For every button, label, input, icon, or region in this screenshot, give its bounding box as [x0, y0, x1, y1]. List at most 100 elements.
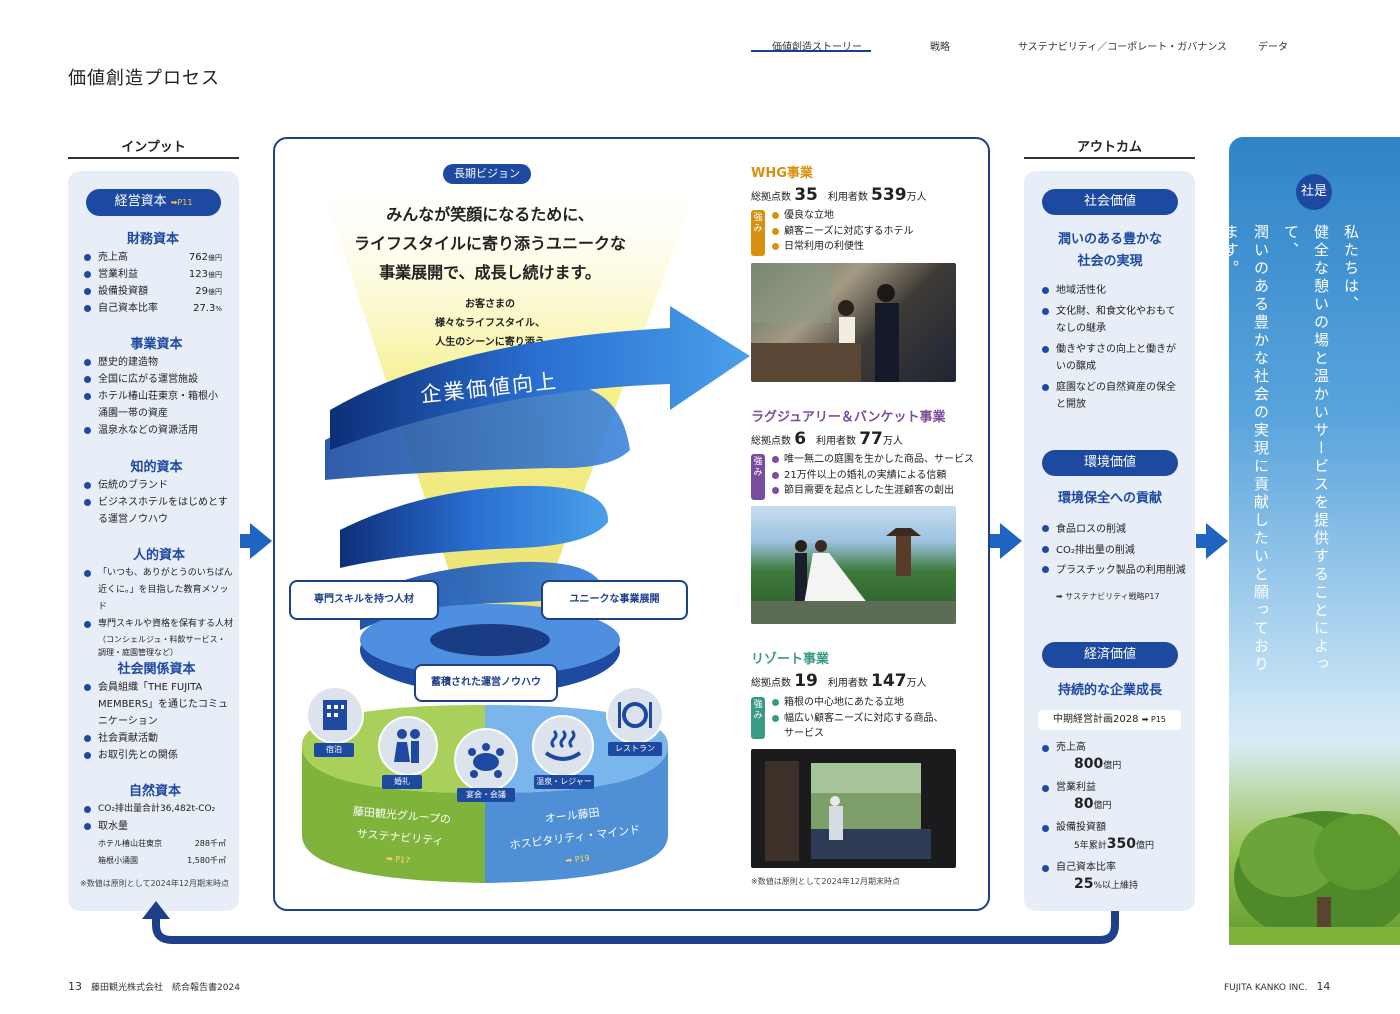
econ-value-list: 売上高 800億円 営業利益 80億円 設備投資額 5年累計350億円 自己資本…: [1042, 740, 1187, 894]
natural-title: 自然資本: [128, 784, 181, 799]
list-item-cont: 涌園一帯の資産: [98, 408, 168, 419]
list-item: 優良な立地: [772, 208, 914, 224]
list-item: 地域活性化: [1042, 282, 1187, 300]
list-item: 取水量: [84, 818, 226, 835]
page-title: 価値創造プロセス: [68, 68, 220, 89]
env-value-pill: 環境価値: [1042, 450, 1178, 476]
value: 80億円: [1074, 796, 1112, 812]
skilled-staff-label: 専門スキルを持つ人材: [289, 580, 439, 620]
tab-strategy[interactable]: 戦略: [930, 42, 950, 53]
vision-sub: お客さまの様々なライフスタイル、人生のシーンに寄り添う: [435, 299, 545, 348]
strength-list: 箱根の中心地にあたる立地 幅広い顧客ニーズに対応する商品、 サービス: [772, 695, 944, 742]
list-item: お取引先との関係: [84, 747, 229, 764]
restaurant-icon: [606, 686, 664, 744]
input-panel: [68, 171, 239, 911]
outcome-panel: [1024, 171, 1195, 911]
capital-pill: 経営資本 ➡P11: [86, 189, 221, 216]
whg-business: WHG事業 総拠点数 35 利用者数 539万人: [751, 162, 961, 205]
list-item: 日常利用の利便性: [772, 239, 914, 255]
list-item-cont: 近くに。」を目指した教育メソッド: [98, 585, 229, 612]
social-title: 社会関係資本: [117, 662, 196, 677]
input-header: インプット: [121, 140, 186, 155]
list-item: ビジネスホテルをはじめとす: [84, 494, 229, 511]
list-item: 「いつも、ありがとうのいちばん: [84, 565, 234, 582]
motto-panel: [1229, 137, 1400, 945]
biz-title: ラグジュアリー＆バンケット事業: [751, 410, 946, 425]
list-item-cont: る運営ノウハウ: [98, 514, 168, 525]
human-title: 人的資本: [132, 548, 185, 563]
econ-value-pill: 経済価値: [1042, 642, 1178, 668]
list-item: CO₂排出量の削減: [1042, 541, 1187, 562]
business-capital: 事業資本 歴史的建造物 全国に広がる運営施設 ホテル椿山荘東京・箱根小 涌園一帯…: [84, 333, 229, 439]
intellectual-title: 知的資本: [130, 460, 183, 475]
value: 800億円: [1074, 756, 1122, 772]
list-item: 21万件以上の婚礼の実績による信頼: [772, 468, 974, 484]
biz-stats: 総拠点数 6 利用者数 77万人: [751, 429, 903, 449]
econ-value-heading: 持続的な企業成長: [1057, 683, 1162, 698]
list-item: 営業利益: [1042, 780, 1187, 796]
list-item-cont: サービス: [784, 728, 824, 739]
list-item: ホテル椿山荘東京: [98, 839, 162, 848]
divider: [1024, 157, 1195, 159]
vision-statement: みんなが笑顔になるために、ライフスタイルに寄り添うユニークな事業展開で、成長し続…: [353, 205, 626, 282]
icon-tag-leisure: 温泉・レジャー: [534, 775, 594, 789]
tab-sustainability[interactable]: サステナビリティ／コーポレート・ガバナンス: [1018, 42, 1227, 53]
arrow-stem: [1196, 534, 1208, 548]
list-item: 唯一無二の庭園を生かした商品、サービス: [772, 452, 974, 468]
footer-right: FUJITA KANKO INC. 14: [1224, 980, 1331, 993]
biz-title: WHG事業: [751, 166, 813, 181]
tab-value-creation[interactable]: 価値創造ストーリー: [772, 42, 862, 53]
list-item-cont: （コンシェルジュ・料飲サービス・: [98, 635, 226, 644]
value: 288千㎥: [194, 839, 226, 848]
list-item: 幅広い顧客ニーズに対応する商品、: [772, 711, 944, 727]
list-item-cont: なしの継承: [1056, 323, 1106, 334]
list-item-cont: いの醸成: [1056, 361, 1096, 372]
list-item: 節目需要を起点とした生涯顧客の創出: [772, 483, 974, 499]
strength-list: 優良な立地 顧客ニーズに対応するホテル 日常利用の利便性: [772, 208, 914, 255]
resort-business: リゾート事業 総拠点数 19 利用者数 147万人: [751, 648, 961, 691]
list-item: ホテル椿山荘東京・箱根小: [84, 388, 229, 405]
list-item: プラスチック製品の利用削減: [1042, 561, 1187, 582]
hotel-icon: [306, 686, 364, 744]
feedback-loop-arrow: [142, 895, 1119, 944]
list-item: 社会貢献活動: [84, 730, 229, 747]
list-item: 顧客ニーズに対応するホテル: [772, 224, 914, 240]
social-value-pill: 社会価値: [1042, 189, 1178, 215]
tree-illustration: [1229, 811, 1400, 945]
env-ref-link[interactable]: ➡ サステナビリティ戦略P17: [1056, 592, 1160, 601]
social-capital: 社会関係資本 会員組織「THE FUJITA MEMBERS」を通じたコミュ ニ…: [84, 658, 229, 764]
arrow-stem: [990, 534, 1002, 548]
env-value-list: 食品ロスの削減 CO₂排出量の削減 プラスチック製品の利用削減: [1042, 520, 1187, 582]
env-value-heading: 環境保全への貢献: [1057, 491, 1162, 506]
arrow-right-icon: [1000, 523, 1022, 559]
tab-data[interactable]: データ: [1258, 42, 1288, 53]
list-item: 設備投資額: [1042, 820, 1187, 836]
list-item: 箱根小涌園: [98, 856, 138, 865]
list-item: 食品ロスの削減: [1042, 520, 1187, 541]
divider: [68, 157, 239, 159]
whg-photo: [751, 263, 956, 382]
strength-tag: 強み: [751, 454, 765, 500]
icon-tag-wedding: 婚礼: [382, 775, 422, 789]
unique-business-label: ユニークな事業展開: [541, 580, 688, 620]
list-item: 箱根の中心地にあたる立地: [772, 695, 944, 711]
input-note: ※数値は原則として2024年12月期末時点: [80, 879, 230, 888]
onsen-icon: [532, 715, 594, 777]
knowhow-label: 蓄積された運営ノウハウ: [414, 664, 558, 702]
business-title: 事業資本: [130, 337, 183, 352]
list-item: 庭園などの自然資産の保全: [1042, 379, 1187, 397]
biz-note: ※数値は原則として2024年12月期末時点: [751, 877, 901, 886]
list-item-cont: 調理・庭園管理など）: [98, 648, 178, 657]
midterm-plan-box: 中期経営計画2028 ➡ P15: [1038, 710, 1181, 730]
luxury-business: ラグジュアリー＆バンケット事業 総拠点数 6 利用者数 77万人: [751, 406, 966, 449]
strength-tag: 強み: [751, 697, 765, 739]
finance-title: 財務資本: [126, 232, 179, 247]
list-item: 自己資本比率: [1042, 860, 1187, 876]
vision-tag: 長期ビジョン: [443, 164, 531, 184]
social-value-heading: 潤いのある豊かな社会の実現: [1057, 232, 1162, 269]
outcome-header: アウトカム: [1076, 140, 1142, 155]
banquet-icon: [454, 728, 518, 792]
